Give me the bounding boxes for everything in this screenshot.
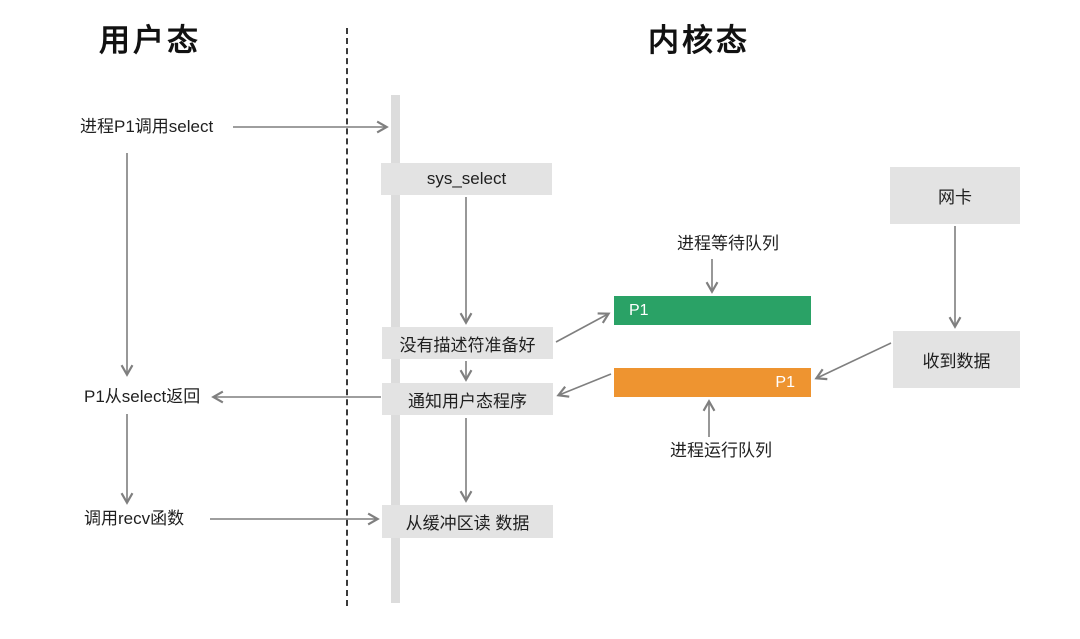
box-sys-select: sys_select: [381, 163, 552, 195]
user-mode-title: 用户态: [99, 23, 201, 58]
label-process-calls-select: 进程P1调用select: [80, 117, 214, 136]
wait-queue-process-p1: P1: [629, 301, 649, 319]
label-process-run-queue: 进程运行队列: [670, 441, 772, 460]
arrow-run-queue-to-notify: [556, 373, 612, 398]
arrow-no-fd-to-wait-queue: [555, 312, 611, 343]
arrow-received-to-run-queue: [814, 342, 892, 381]
box-no-descriptor-ready: 没有描述符准备好: [382, 327, 553, 359]
run-queue-bar: P1: [614, 368, 811, 397]
box-notify-user-program: 通知用户态程序: [382, 383, 553, 415]
box-read-from-buffer: 从缓冲区读 数据: [382, 505, 553, 538]
box-data-received: 收到数据: [893, 331, 1020, 388]
run-queue-process-p1: P1: [775, 373, 795, 391]
kernel-mode-title: 内核态: [648, 23, 750, 58]
label-process-wait-queue: 进程等待队列: [677, 234, 779, 253]
label-return-from-select: P1从select返回: [84, 387, 201, 406]
wait-queue-bar: P1: [614, 296, 811, 325]
box-network-card: 网卡: [890, 167, 1020, 224]
label-call-recv: 调用recv函数: [84, 509, 185, 528]
mode-divider-dashed-line: [346, 28, 348, 606]
